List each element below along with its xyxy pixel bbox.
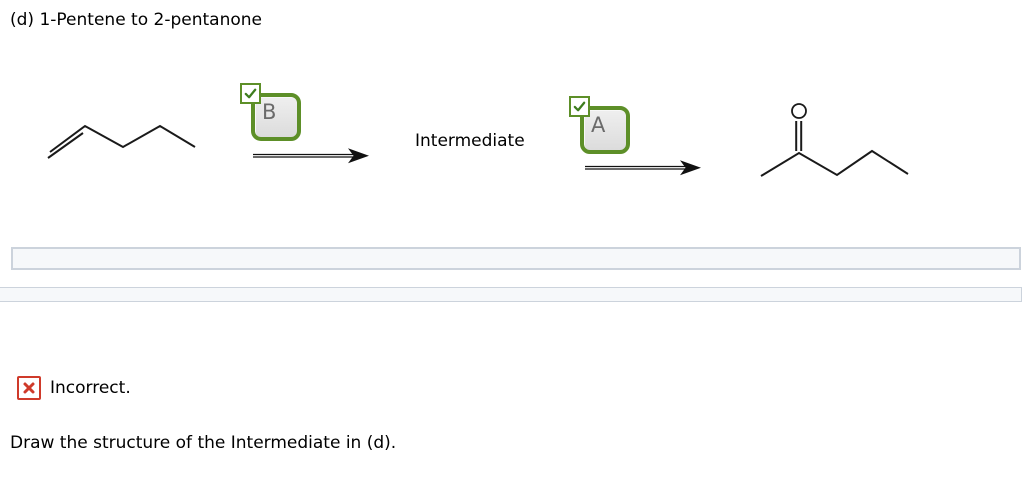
checkmark-icon	[573, 101, 586, 112]
correct-checkmark-icon-a	[569, 96, 590, 117]
page-title: (d) 1-Pentene to 2-pentanone	[10, 10, 262, 30]
incorrect-x-icon	[17, 376, 41, 400]
correct-checkmark-icon-b	[240, 83, 261, 104]
reagent-a-dropdown[interactable]: A	[580, 106, 630, 154]
section-divider-bar	[0, 287, 1022, 302]
incorrect-label: Incorrect.	[50, 378, 131, 398]
reagent-a-label: A	[591, 113, 606, 137]
answer-input-bar[interactable]	[11, 247, 1021, 270]
intermediate-label: Intermediate	[415, 131, 525, 151]
1-pentene-structure	[47, 124, 196, 159]
reagent-b-label: B	[262, 100, 277, 124]
checkmark-icon	[244, 88, 257, 99]
2-pentanone-structure	[760, 103, 909, 177]
feedback-row: Incorrect.	[17, 376, 131, 400]
instruction-text: Draw the structure of the Intermediate i…	[10, 433, 397, 453]
oxygen-atom-icon	[791, 103, 807, 119]
reaction-arrow-2	[585, 160, 701, 176]
reaction-arrow-1	[253, 148, 369, 164]
x-icon	[23, 382, 35, 394]
